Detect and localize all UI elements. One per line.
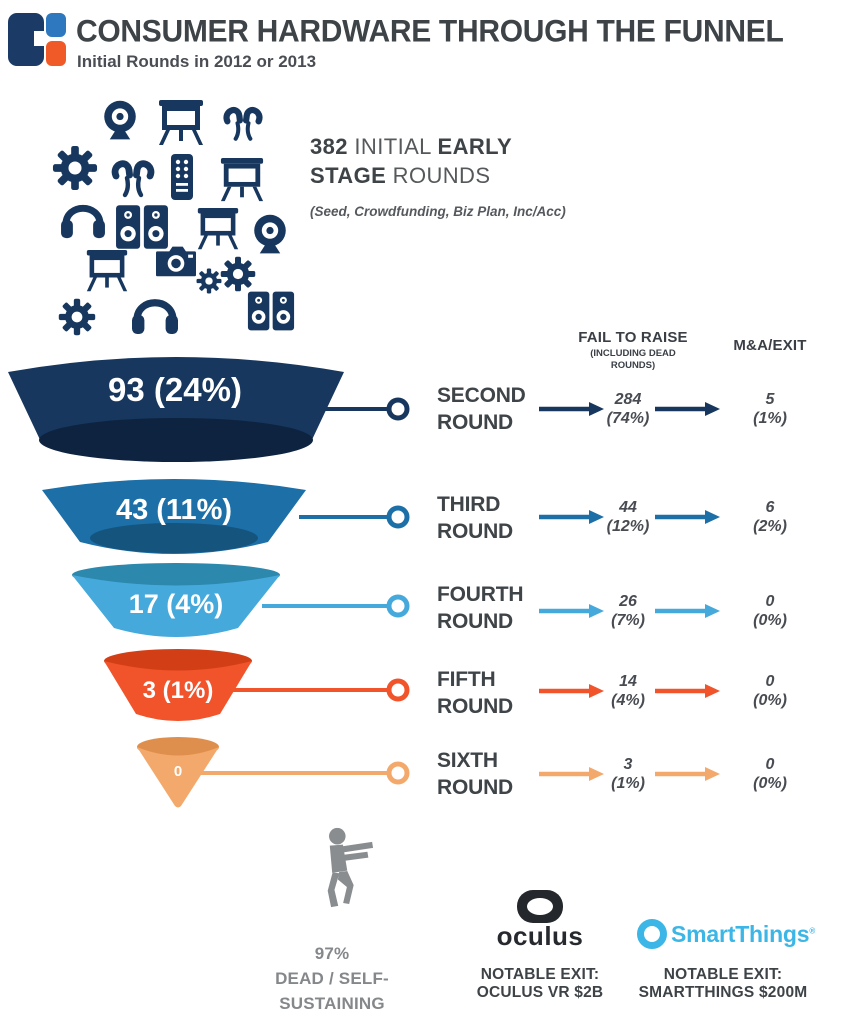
- arrow-icon: [705, 684, 720, 698]
- webcam-icon: [104, 100, 136, 140]
- smartthings-logo-icon: [637, 919, 667, 949]
- oculus-wordmark: oculus: [496, 921, 584, 951]
- summary-line-1: 382 INITIAL EARLY: [310, 134, 513, 159]
- initial-rounds-summary: 382 INITIAL EARLY STAGE ROUNDS (Seed, Cr…: [310, 132, 566, 226]
- connector-ring: [386, 594, 410, 618]
- fail-value-row5: 3(1%): [611, 756, 645, 792]
- projector-screen-icon: [197, 208, 239, 250]
- speakers-icon: [116, 205, 168, 249]
- oculus-exit-label: NOTABLE EXIT: OCULUS VR $2B: [476, 966, 604, 1001]
- smartthings-exit-label: NOTABLE EXIT: SMARTTHINGS $200M: [638, 966, 808, 1001]
- earbuds-icon: [226, 110, 260, 139]
- funnel-stage-2-shape: [42, 479, 306, 554]
- stage-box-fourth-round: FOURTH ROUND: [424, 570, 537, 646]
- funnel-stage-1-shape: [8, 357, 344, 462]
- fail-value-row3: 26(7%): [611, 593, 645, 629]
- ma-exit-header: M&A/EXIT: [733, 337, 807, 354]
- stage-box-sixth-round: SIXTH ROUND: [424, 740, 537, 808]
- gear-icon: [196, 268, 222, 294]
- headphones-icon: [61, 208, 105, 239]
- stage-box-second-round: SECOND ROUND: [424, 372, 537, 445]
- exit-value-row2: 6(2%): [753, 499, 787, 535]
- funnel-stage-5-shape: [137, 737, 219, 808]
- connector-ring: [386, 761, 410, 785]
- projector-screen-icon: [220, 158, 264, 202]
- funnel-count-2: 43 (11%): [115, 494, 233, 526]
- exit-value-row1: 5(1%): [753, 391, 787, 427]
- connector-ring: [386, 505, 410, 529]
- remote-control-icon: [171, 154, 193, 200]
- summary-line-2: STAGE ROUNDS: [310, 163, 491, 188]
- webcam-icon: [254, 214, 286, 254]
- camera-icon: [156, 246, 196, 277]
- funnel-count-3: 17 (4%): [128, 589, 224, 619]
- page-title: CONSUMER HARDWARE THROUGH THE FUNNEL: [76, 14, 784, 49]
- fail-value-row2: 44(12%): [606, 499, 650, 535]
- dead-self-sustaining-label: 97% DEAD / SELF- SUSTAINING: [275, 944, 389, 1013]
- zombie-icon: [310, 824, 374, 918]
- gear-icon: [58, 298, 96, 336]
- page-subtitle: Initial Rounds in 2012 or 2013: [77, 52, 317, 71]
- fail-to-raise-header: FAIL TO RAISE (INCLUDING DEAD ROUNDS): [578, 329, 688, 371]
- connector-ring: [386, 678, 410, 702]
- summary-note: (Seed, Crowdfunding, Biz Plan, Inc/Acc): [310, 204, 566, 219]
- arrow-icon: [705, 510, 720, 524]
- exit-value-row5: 0(0%): [753, 756, 787, 792]
- funnel-count-5: 0: [173, 763, 183, 780]
- fail-value-row1: 284(74%): [606, 391, 650, 427]
- headphones-icon: [132, 302, 178, 334]
- smartthings-wordmark: SmartThings®: [671, 921, 816, 947]
- arrow-icon: [705, 402, 720, 416]
- stage-box-fifth-round: FIFTH ROUND: [424, 655, 537, 730]
- exit-value-row3: 0(0%): [753, 593, 787, 629]
- arrow-icon: [705, 604, 720, 618]
- fail-value-row4: 14(4%): [611, 673, 645, 709]
- funnel-stage-3-shape: [72, 563, 280, 637]
- earbuds-icon: [115, 163, 151, 195]
- cb-logo: [8, 13, 66, 66]
- projector-screen-icon: [86, 250, 128, 292]
- funnel-count-4: 3 (1%): [142, 677, 214, 704]
- funnel-count-1: 93 (24%): [108, 371, 242, 408]
- gear-icon: [52, 145, 98, 191]
- stage-box-third-round: THIRD ROUND: [424, 481, 537, 555]
- projector-screen-icon: [159, 100, 203, 145]
- connector-ring: [386, 397, 410, 421]
- speakers-icon: [247, 291, 295, 331]
- gear-icon: [220, 256, 256, 292]
- funnel-stage-4-shape: [104, 649, 252, 721]
- oculus-logo-icon: [517, 890, 563, 923]
- exit-value-row4: 0(0%): [753, 673, 787, 709]
- arrow-icon: [705, 767, 720, 781]
